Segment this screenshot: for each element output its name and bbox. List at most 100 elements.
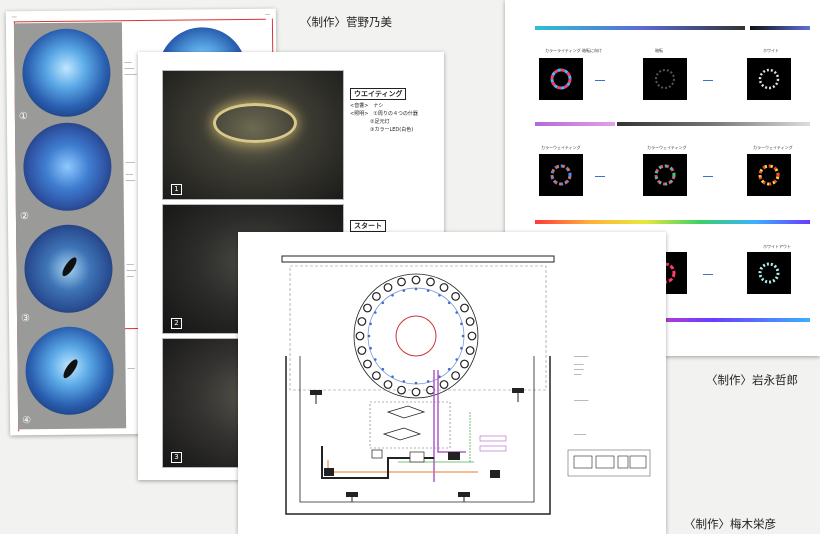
ring-node — [381, 301, 385, 305]
rainbow-bar — [535, 220, 810, 224]
card-label: ホワイト — [763, 48, 779, 53]
red-border-top — [13, 18, 266, 23]
ring-node — [414, 287, 418, 291]
scene-text: ─── — [127, 366, 135, 372]
ring-node — [414, 381, 418, 385]
ring-light — [411, 275, 421, 285]
ring-light — [397, 277, 406, 287]
ring-node — [402, 380, 406, 383]
ring-node — [369, 322, 372, 326]
swatch-card-white — [747, 58, 791, 100]
ring-light — [426, 385, 435, 395]
render-frame-1: 1 — [162, 70, 344, 200]
ring-light — [371, 371, 381, 381]
ring-light — [451, 292, 461, 301]
swatch-card-color — [539, 58, 583, 100]
card-label: カラーウェイティング — [647, 145, 687, 150]
card-label: カラーウェイティング — [753, 145, 793, 150]
circle-number: ① — [18, 111, 28, 123]
frame-number: 3 — [171, 452, 182, 463]
ring-light — [397, 385, 406, 395]
gradient-bar — [535, 122, 615, 126]
swatch-card-white — [747, 252, 791, 294]
ring-light — [439, 380, 449, 389]
ring-node — [426, 380, 430, 383]
ring-light — [357, 317, 367, 326]
ring-light — [363, 303, 372, 313]
waiting-line: ③カラーLED(白色) — [350, 127, 414, 133]
ring-light — [357, 346, 367, 355]
gradient-bar — [750, 26, 810, 30]
ring-node — [374, 311, 377, 314]
legend-text: ───── — [574, 432, 587, 437]
blue-circle-2 — [22, 122, 112, 212]
ring-node — [374, 358, 377, 361]
ring-node — [460, 322, 463, 326]
ring-node — [391, 375, 394, 378]
ring-light — [467, 331, 477, 341]
scene-title-waiting: ウエイティング — [350, 88, 407, 100]
wiring-diagram-sheet: ────── ─────────── ────── ───── — [238, 232, 666, 534]
blue-circle-3 — [24, 224, 113, 314]
credit-sugano: 〈制作〉菅野乃美 — [300, 15, 392, 29]
legend-text: ────── — [574, 354, 589, 359]
ring-node — [438, 294, 441, 297]
ring-light — [426, 277, 435, 287]
circle-number: ② — [19, 211, 29, 223]
waiting-line: ②足元灯 — [350, 119, 390, 125]
ring-light — [460, 303, 469, 313]
ring-node — [447, 301, 451, 305]
ring-node — [391, 294, 394, 297]
ring-light — [439, 283, 449, 292]
scene-text: ─────────── — [125, 160, 136, 184]
ring-node — [455, 358, 458, 361]
card-label: ホワイトアウト — [763, 244, 791, 249]
ring-light — [383, 283, 393, 292]
ring-node — [426, 289, 430, 292]
legend-text: ─────────── — [574, 362, 584, 377]
blue-circle-1 — [21, 28, 111, 118]
waiting-line: <照明> ①周りの４つの什器 — [350, 111, 418, 117]
ring-node — [402, 289, 406, 292]
frame-number: 2 — [171, 318, 182, 329]
ring-node — [447, 367, 451, 371]
scene-text: ────────── — [126, 262, 137, 280]
wiring-diagram — [281, 255, 651, 515]
ring-node — [367, 334, 371, 338]
ring-light — [371, 292, 381, 301]
ring-light — [383, 380, 393, 389]
ring-node — [381, 367, 385, 371]
circle-number: ④ — [22, 415, 32, 427]
card-label: 暗転 — [655, 48, 663, 53]
scene-text: ──────────── — [124, 60, 137, 78]
connector — [595, 80, 605, 81]
credit-iwanaga: 〈制作〉岩永哲郎 — [706, 373, 798, 387]
ring-lights — [355, 275, 477, 397]
ring-light — [411, 387, 421, 397]
connector — [703, 80, 713, 81]
ring-light — [363, 359, 372, 369]
ring-node — [455, 311, 458, 314]
credit-umeki: 〈制作〉梅木栄彦 — [684, 517, 776, 531]
swatch-card-color — [747, 154, 791, 196]
legend-text: ────── — [574, 398, 589, 403]
ring-light — [460, 359, 469, 369]
connector — [703, 176, 713, 177]
waiting-line: <音響> ナシ — [350, 103, 384, 109]
ring-light — [465, 317, 475, 326]
circle-number: ③ — [20, 313, 31, 325]
ring-light — [355, 331, 365, 341]
card-label: カラーウェイティング — [541, 145, 581, 150]
connector — [703, 274, 713, 275]
gradient-bar — [535, 26, 745, 30]
blue-circle-4 — [25, 326, 115, 416]
gradient-bar — [615, 318, 810, 322]
swatch-card-color — [539, 154, 583, 196]
ring-light — [451, 371, 461, 381]
ring-node — [461, 334, 465, 338]
frame-number: 1 — [171, 184, 182, 195]
scene-title-start: スタート — [350, 220, 386, 232]
sheet-page-number: ── — [264, 11, 270, 17]
connector — [595, 176, 605, 177]
ring-node — [460, 346, 463, 350]
